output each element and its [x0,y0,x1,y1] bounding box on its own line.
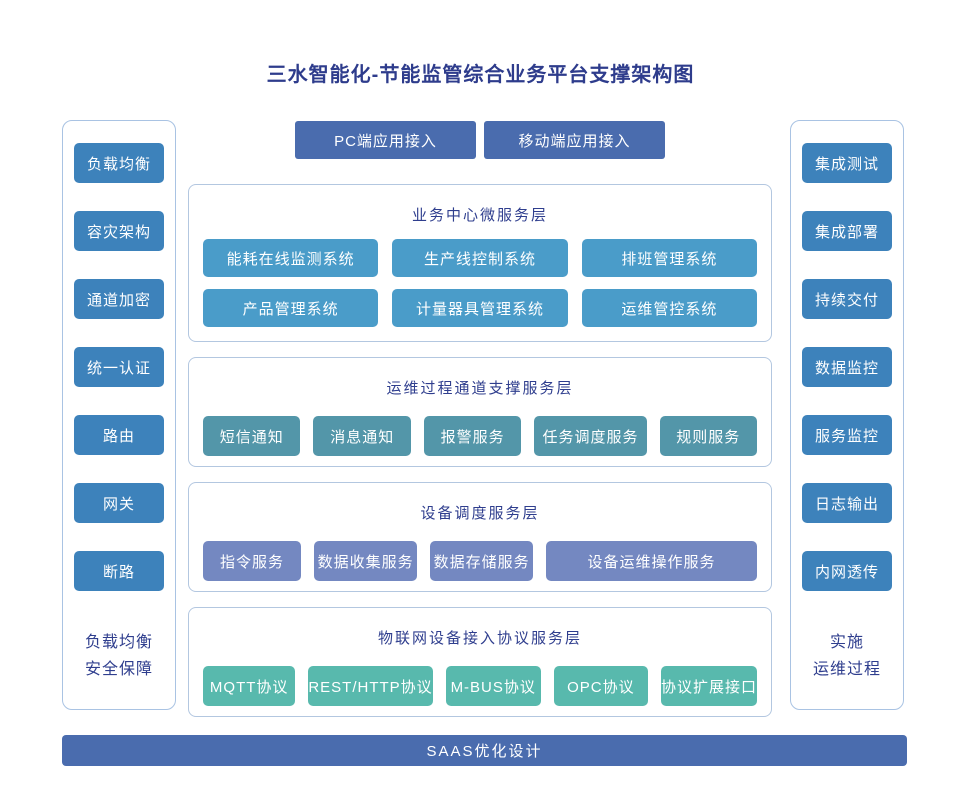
shift-management-system-node: 排班管理系统 [581,239,757,277]
sidebar-item-circuit-breaker: 断路 [74,551,164,591]
energy-monitoring-system-node: 能耗在线监测系统 [203,239,379,277]
sidebar-item-integration-testing: 集成测试 [802,143,892,183]
sidebar-item-channel-encryption: 通道加密 [74,279,164,319]
right-pillar-caption-line1: 实施 [829,634,864,651]
protocol-layer-boxes: MQTT协议 REST/HTTP协议 M-BUS协议 OPC协议 协议扩展接口 [203,666,757,706]
sidebar-item-service-monitoring: 服务监控 [802,415,892,455]
m-bus-protocol-node: M-BUS协议 [445,666,541,706]
access-buttons-row: PC端应用接入 移动端应用接入 [188,121,772,159]
product-management-system-node: 产品管理系统 [203,289,379,327]
left-pillar-panel: 负载均衡 容灾架构 通道加密 统一认证 路由 网关 断路 负载均衡 安全保障 [62,120,176,710]
alarm-service-node: 报警服务 [423,416,522,456]
left-pillar-caption-line1: 负载均衡 [84,634,153,651]
task-scheduling-service-node: 任务调度服务 [534,416,647,456]
rule-service-node: 规则服务 [659,416,757,456]
sidebar-item-data-monitoring: 数据监控 [802,347,892,387]
saas-optimization-bar: SAAS优化设计 [62,735,907,766]
page-title: 三水智能化-节能监管综合业务平台支撑架构图 [266,64,695,86]
command-service-node: 指令服务 [203,541,302,581]
iot-protocol-layer-panel: 物联网设备接入协议服务层 MQTT协议 REST/HTTP协议 M-BUS协议 … [188,607,772,717]
sidebar-item-log-output: 日志输出 [802,483,892,523]
business-layer-title: 业务中心微服务层 [411,207,548,224]
right-pillar-panel: 集成测试 集成部署 持续交付 数据监控 服务监控 日志输出 内网透传 实施 运维… [790,120,904,710]
device-ops-operation-service-node: 设备运维操作服务 [546,541,757,581]
sidebar-item-continuous-delivery: 持续交付 [802,279,892,319]
mqtt-protocol-node: MQTT协议 [203,666,296,706]
sidebar-item-disaster-recovery: 容灾架构 [74,211,164,251]
sidebar-item-unified-auth: 统一认证 [74,347,164,387]
mobile-access-node: 移动端应用接入 [484,121,665,159]
metering-instrument-system-node: 计量器具管理系统 [392,289,568,327]
sms-notification-node: 短信通知 [203,416,301,456]
business-microservice-layer-panel: 业务中心微服务层 能耗在线监测系统 生产线控制系统 排班管理系统 产品管理系统 … [188,184,772,342]
device-dispatch-layer-panel: 设备调度服务层 指令服务 数据收集服务 数据存储服务 设备运维操作服务 [188,482,772,592]
protocol-extension-interface-node: 协议扩展接口 [660,666,757,706]
sidebar-item-load-balancing: 负载均衡 [74,143,164,183]
left-pillar-caption-line2: 安全保障 [84,661,153,678]
right-pillar-caption-line2: 运维过程 [812,661,881,678]
pc-access-node: PC端应用接入 [295,121,476,159]
production-line-control-system-node: 生产线控制系统 [392,239,568,277]
sidebar-item-routing: 路由 [74,415,164,455]
data-collection-service-node: 数据收集服务 [314,541,418,581]
business-layer-boxes: 能耗在线监测系统 生产线控制系统 排班管理系统 产品管理系统 计量器具管理系统 … [203,239,757,327]
device-layer-boxes: 指令服务 数据收集服务 数据存储服务 设备运维操作服务 [203,541,757,581]
device-layer-title: 设备调度服务层 [420,505,540,522]
channel-layer-boxes: 短信通知 消息通知 报警服务 任务调度服务 规则服务 [203,416,757,456]
sidebar-item-intranet-passthrough: 内网透传 [802,551,892,591]
protocol-layer-title: 物联网设备接入协议服务层 [377,630,582,647]
sidebar-item-gateway: 网关 [74,483,164,523]
opc-protocol-node: OPC协议 [553,666,648,706]
message-notification-node: 消息通知 [313,416,411,456]
rest-http-protocol-node: REST/HTTP协议 [308,666,433,706]
right-pillar-caption: 实施 运维过程 [813,629,881,683]
channel-layer-title: 运维过程通道支撑服务层 [386,380,574,397]
data-storage-service-node: 数据存储服务 [430,541,534,581]
ops-channel-support-layer-panel: 运维过程通道支撑服务层 短信通知 消息通知 报警服务 任务调度服务 规则服务 [188,357,772,467]
left-pillar-caption: 负载均衡 安全保障 [85,629,153,683]
ops-control-system-node: 运维管控系统 [581,289,757,327]
sidebar-item-integration-deployment: 集成部署 [802,211,892,251]
